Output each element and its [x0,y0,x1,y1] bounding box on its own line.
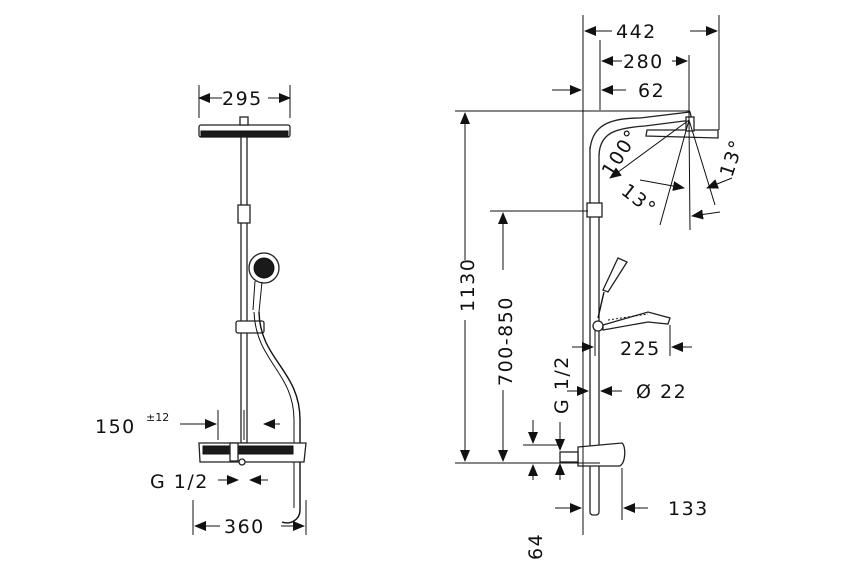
side-head [645,129,719,139]
dim-wall-distance: 62 [638,80,665,102]
dim-adjustable-height: 700-850 [495,296,517,386]
dim-hand-shower-length: 225 [620,338,661,360]
dim-tilt-angle-1: 13° [617,180,661,221]
dim-total-projection: 442 [616,21,657,43]
shower-rod [240,136,248,444]
dim-rail-offset: 133 [668,498,709,520]
dim-side-thread: G 1/2 [551,355,573,414]
side-thermostat [577,442,626,467]
dim-thermostat-offset-tolerance: ±12 [146,411,169,424]
side-hand-shower [592,257,671,332]
thermostat-shelf [198,442,307,466]
dim-front-thread: G 1/2 [150,471,209,493]
dim-total-height: 1130 [457,258,479,312]
hand-shower [248,252,280,313]
dim-thermostat-offset: 150 [95,416,136,438]
dim-rod-diameter: Ø 22 [636,381,687,403]
shower-hose [258,311,301,524]
dim-head-projection: 280 [623,51,664,73]
front-view: 295 150 ±12 G 1/2 360 [95,85,307,538]
dim-tilt-angle-2: 13° [716,136,749,179]
side-view: 442 280 62 1130 700-850 100° 13° 13° [455,15,749,560]
dim-head-width: 295 [222,88,263,110]
dim-thermostat-width: 360 [224,516,265,538]
shower-arm [589,111,693,156]
dim-connection-height: 64 [525,533,547,560]
